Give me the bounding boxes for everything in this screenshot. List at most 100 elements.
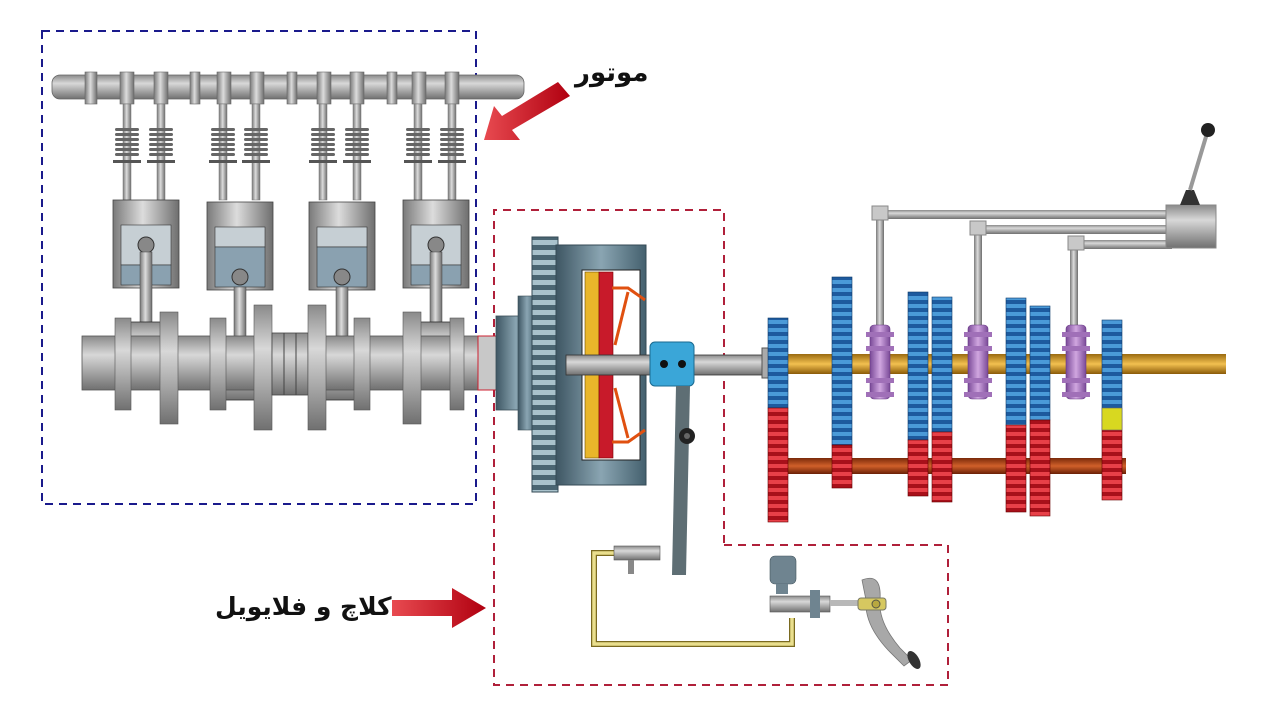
shift-knob-icon — [1201, 123, 1215, 137]
crankshaft — [81, 304, 503, 431]
valve-spring-coil — [406, 138, 430, 141]
valve-stem — [122, 103, 132, 201]
valve-spring-coil — [115, 138, 139, 141]
cam-lobe — [444, 71, 460, 105]
cam-lobe — [386, 71, 398, 105]
valve-spring-coil — [311, 138, 335, 141]
valve-spring-coil — [311, 148, 335, 151]
counter-gear — [831, 444, 853, 489]
valve-spring-coil — [115, 153, 139, 156]
clutch-pedal-icon — [857, 577, 921, 670]
valve-spring-coil — [345, 128, 369, 131]
counter-gear — [907, 439, 929, 497]
valve-spring-coil — [406, 133, 430, 136]
valve-spring-coil — [311, 128, 335, 131]
valve-spring-coil — [345, 153, 369, 156]
valve-spring-coil — [440, 143, 464, 146]
connecting-rod — [429, 251, 443, 323]
release-bearing — [649, 341, 695, 387]
cam-lobe — [316, 71, 332, 105]
valve-retainer — [343, 160, 371, 163]
cam-lobe — [216, 71, 232, 105]
valve-spring-coil — [149, 148, 173, 151]
synchro-tooth — [964, 392, 992, 397]
synchro-tooth — [1062, 346, 1090, 351]
main-gear — [1029, 305, 1051, 421]
synchro-tooth — [1062, 392, 1090, 397]
valve-retainer — [309, 160, 337, 163]
synchro-tooth — [964, 346, 992, 351]
valve-stem — [413, 103, 423, 201]
pressure-plate-springs — [612, 286, 646, 444]
valve-spring-coil — [211, 153, 235, 156]
clutch-region-box — [493, 209, 949, 686]
cam-lobe — [84, 71, 98, 105]
counter-gear — [931, 431, 953, 503]
valve-spring-coil — [149, 128, 173, 131]
valve-retainer — [147, 160, 175, 163]
cam-lobe — [249, 71, 265, 105]
engine-region-box — [41, 30, 477, 505]
valve-spring-coil — [115, 128, 139, 131]
synchro-tooth — [866, 346, 894, 351]
cam-lobe — [119, 71, 135, 105]
valve-retainer — [113, 160, 141, 163]
wrist-pin — [427, 236, 445, 254]
valve-spring-coil — [244, 148, 268, 151]
gearbox-group — [761, 123, 1226, 523]
valve-spring-coil — [115, 148, 139, 151]
synchronizers — [866, 324, 1090, 400]
valve-spring-coil — [311, 153, 335, 156]
valve-retainer — [438, 160, 466, 163]
cam-lobe — [349, 71, 365, 105]
main-gear — [831, 276, 853, 446]
engine-group — [41, 30, 570, 505]
main-gear — [1101, 319, 1123, 421]
valve-stem — [218, 103, 228, 201]
camshaft — [51, 71, 525, 105]
synchro-tooth — [866, 378, 894, 383]
valve-spring-coil — [211, 148, 235, 151]
valve-spring-coil — [211, 128, 235, 131]
slave-cylinder — [613, 545, 661, 574]
valve-spring-coil — [345, 133, 369, 136]
counter-gear — [767, 407, 789, 523]
clutch-flywheel-label: کلاچ و فلایویل — [215, 592, 392, 621]
counter-gear — [1005, 424, 1027, 513]
valve-spring-coil — [345, 148, 369, 151]
valve-spring-coil — [115, 133, 139, 136]
wrist-pin — [333, 268, 351, 286]
valve-spring-coil — [440, 133, 464, 136]
counter-gear — [1029, 419, 1051, 517]
valve-retainer — [242, 160, 270, 163]
valve-spring-coil — [406, 128, 430, 131]
valve-spring-coil — [149, 138, 173, 141]
valve-spring-coil — [244, 138, 268, 141]
cam-lobe — [153, 71, 169, 105]
clutch-arrow-icon — [392, 588, 486, 628]
valve-spring-coil — [406, 148, 430, 151]
shift-rods — [871, 205, 1172, 334]
hydraulic-line — [591, 550, 795, 647]
valve-retainer — [209, 160, 237, 163]
valve-stem — [251, 103, 261, 201]
synchro-tooth — [1062, 378, 1090, 383]
combustion-chamber — [316, 226, 368, 248]
valve-spring-coil — [406, 143, 430, 146]
release-fork — [672, 386, 695, 575]
valve-spring-coil — [440, 128, 464, 131]
valve-spring-coil — [440, 153, 464, 156]
synchro-tooth — [1062, 332, 1090, 337]
main-gear — [931, 296, 953, 433]
connecting-rod — [139, 251, 153, 323]
valve-spring-coil — [345, 143, 369, 146]
combustion-chamber — [214, 226, 266, 248]
synchro-tooth — [866, 332, 894, 337]
valve-retainer — [404, 160, 432, 163]
valve-spring-coil — [406, 153, 430, 156]
valve-spring-coil — [149, 153, 173, 156]
valve-spring-coil — [211, 143, 235, 146]
wrist-pin — [231, 268, 249, 286]
valve-spring-coil — [149, 133, 173, 136]
clutch-group — [392, 209, 949, 686]
